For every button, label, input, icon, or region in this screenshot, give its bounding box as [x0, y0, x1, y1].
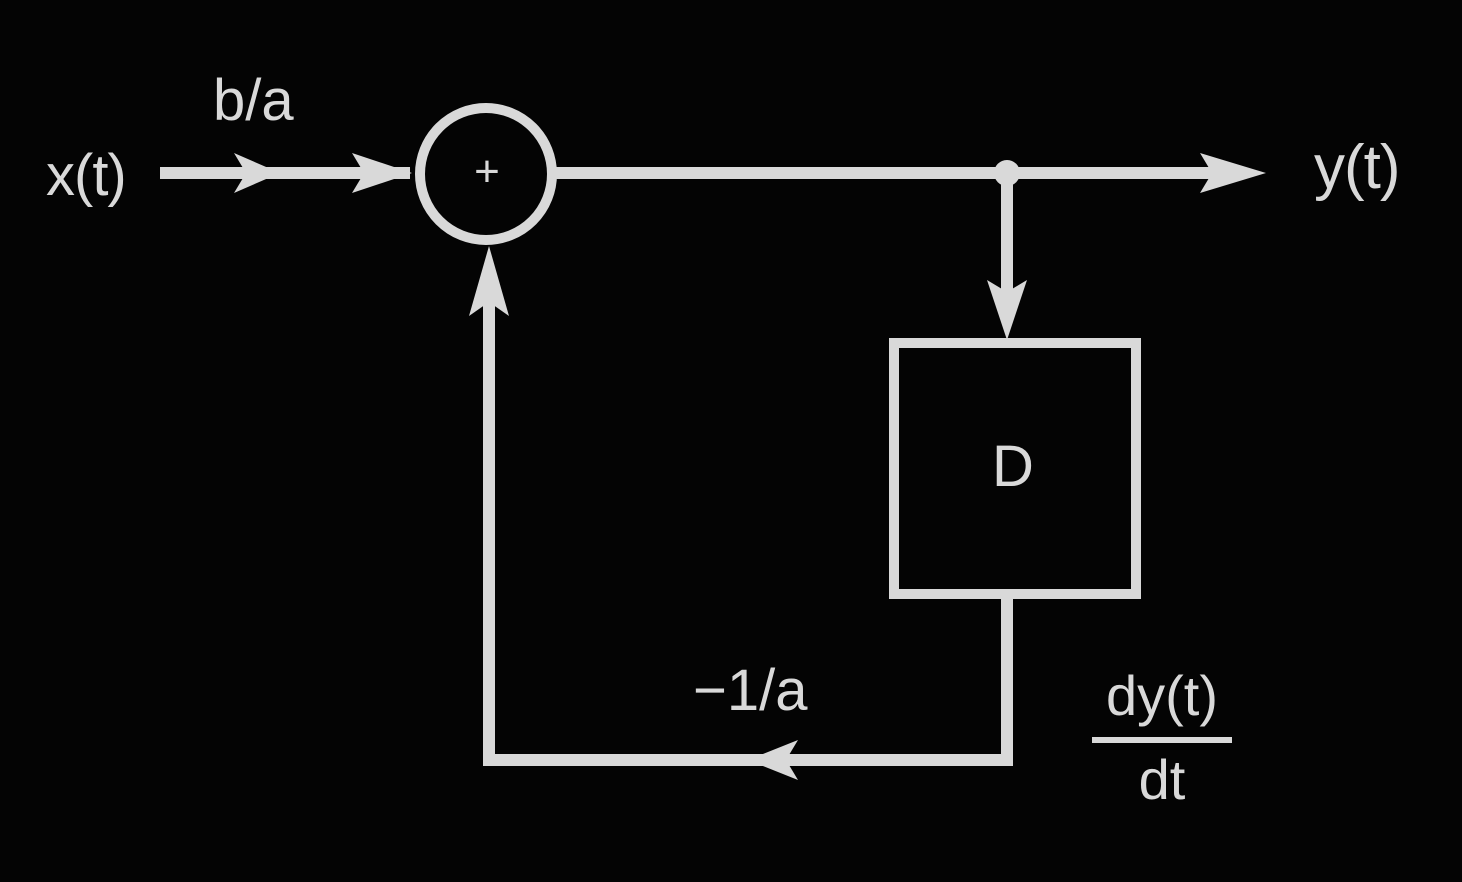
feedback-summer-arrowhead: [469, 246, 509, 316]
output-signal-label: y(t): [1314, 133, 1401, 202]
feedback-gain-arrowhead: [748, 740, 798, 780]
input-gain-label: b/a: [213, 68, 294, 133]
derivative-input-arrowhead: [987, 280, 1027, 340]
branch-point: [994, 160, 1020, 186]
feedback-gain-label: −1/a: [693, 658, 808, 723]
derivative-block: [889, 338, 1141, 599]
input-signal-label: x(t): [46, 143, 127, 208]
derivative-numerator-label: dy(t): [1106, 664, 1218, 727]
summer-plus-symbol: +: [474, 147, 500, 196]
output-arrowhead: [1200, 153, 1266, 193]
summer-input-arrowhead: [352, 153, 412, 193]
derivative-block-label: D: [992, 434, 1034, 499]
input-gain-arrowhead: [234, 153, 280, 193]
derivative-denominator-label: dt: [1138, 748, 1186, 811]
fraction-bar: [1092, 737, 1232, 743]
